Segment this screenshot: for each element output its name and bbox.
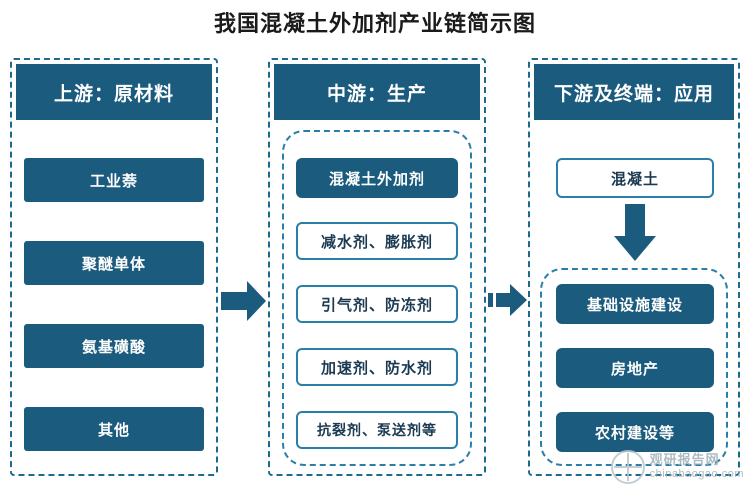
watermark-en: chinabaogao.com [649,468,744,481]
midstream-group-outline [282,130,472,466]
arrow-concrete-to-applications [614,204,656,261]
midstream-item-3[interactable]: 加速剂、防水剂 [296,348,458,386]
watermark-cn: 观研报告网 [649,452,720,468]
page-title: 我国混凝土外加剂产业链简示图 [213,11,536,36]
midstream-item-0[interactable]: 混凝土外加剂 [296,158,458,198]
midstream-item-2[interactable]: 引气剂、防冻剂 [296,285,458,323]
column-midstream [268,58,486,476]
midstream-item-1[interactable]: 减水剂、膨胀剂 [296,222,458,260]
upstream-item-2[interactable]: 氨基磺酸 [24,324,204,368]
column-header-upstream: 上游：原材料 [16,64,212,120]
downstream-item-2[interactable]: 房地产 [556,348,714,388]
column-header-downstream: 下游及终端：应用 [534,64,734,120]
watermark-text: 观研报告网 chinabaogao.com [649,452,744,481]
arrow-midstream-to-downstream [488,284,527,316]
upstream-item-3[interactable]: 其他 [24,407,204,451]
arrow-upstream-to-midstream [221,281,266,321]
downstream-item-3[interactable]: 农村建设等 [556,412,714,452]
watermark: 观研报告网 chinabaogao.com [610,450,744,484]
globe-icon [610,450,645,484]
upstream-item-1[interactable]: 聚醚单体 [24,241,204,285]
upstream-item-0[interactable]: 工业萘 [24,158,204,202]
midstream-item-4[interactable]: 抗裂剂、泵送剂等 [296,411,458,449]
column-upstream [10,58,218,476]
downstream-item-1[interactable]: 基础设施建设 [556,284,714,324]
downstream-item-0[interactable]: 混凝土 [556,158,714,198]
column-header-midstream: 中游：生产 [274,64,480,120]
